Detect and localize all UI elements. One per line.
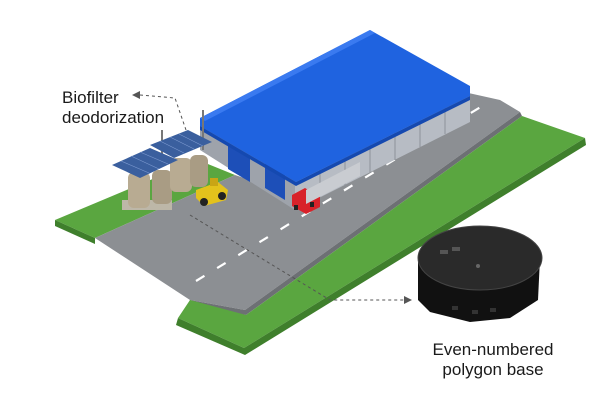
biofilter-label: Biofilter deodorization — [62, 88, 164, 128]
lane-marking — [343, 184, 354, 192]
lane-marking — [322, 197, 332, 205]
polygon-base-label: Even-numbered polygon base — [418, 340, 568, 380]
lane-marking — [364, 171, 375, 179]
grass-edge-left — [55, 220, 95, 244]
warehouse-roof-ridge — [200, 30, 375, 121]
grass-area-right — [178, 116, 585, 348]
biofilter-label-line-2: deodorization — [62, 108, 165, 127]
leader-arrow-biofilter — [132, 91, 140, 99]
lane-marking — [195, 274, 206, 282]
lane-marking — [470, 106, 480, 114]
wheel-loader-icon — [196, 178, 228, 206]
solar-panel-icon — [112, 130, 212, 178]
polygon-base-label-line-2: polygon base — [442, 360, 544, 379]
truck-icon — [292, 162, 360, 214]
warehouse-roof — [200, 30, 470, 182]
lane-marking — [258, 236, 269, 244]
lane-marking — [279, 223, 290, 231]
leader-line-polygon-base — [189, 214, 405, 301]
leader-arrow-polygon-base — [404, 296, 412, 304]
biofilter-tanks — [122, 110, 208, 210]
polygon-base-icon — [417, 225, 543, 322]
biofilter-label-line-1: Biofilter — [62, 88, 119, 107]
lane-marking — [216, 261, 227, 270]
polygon-base-label-line-1: Even-numbered — [432, 340, 554, 359]
lane-marking — [237, 249, 248, 257]
